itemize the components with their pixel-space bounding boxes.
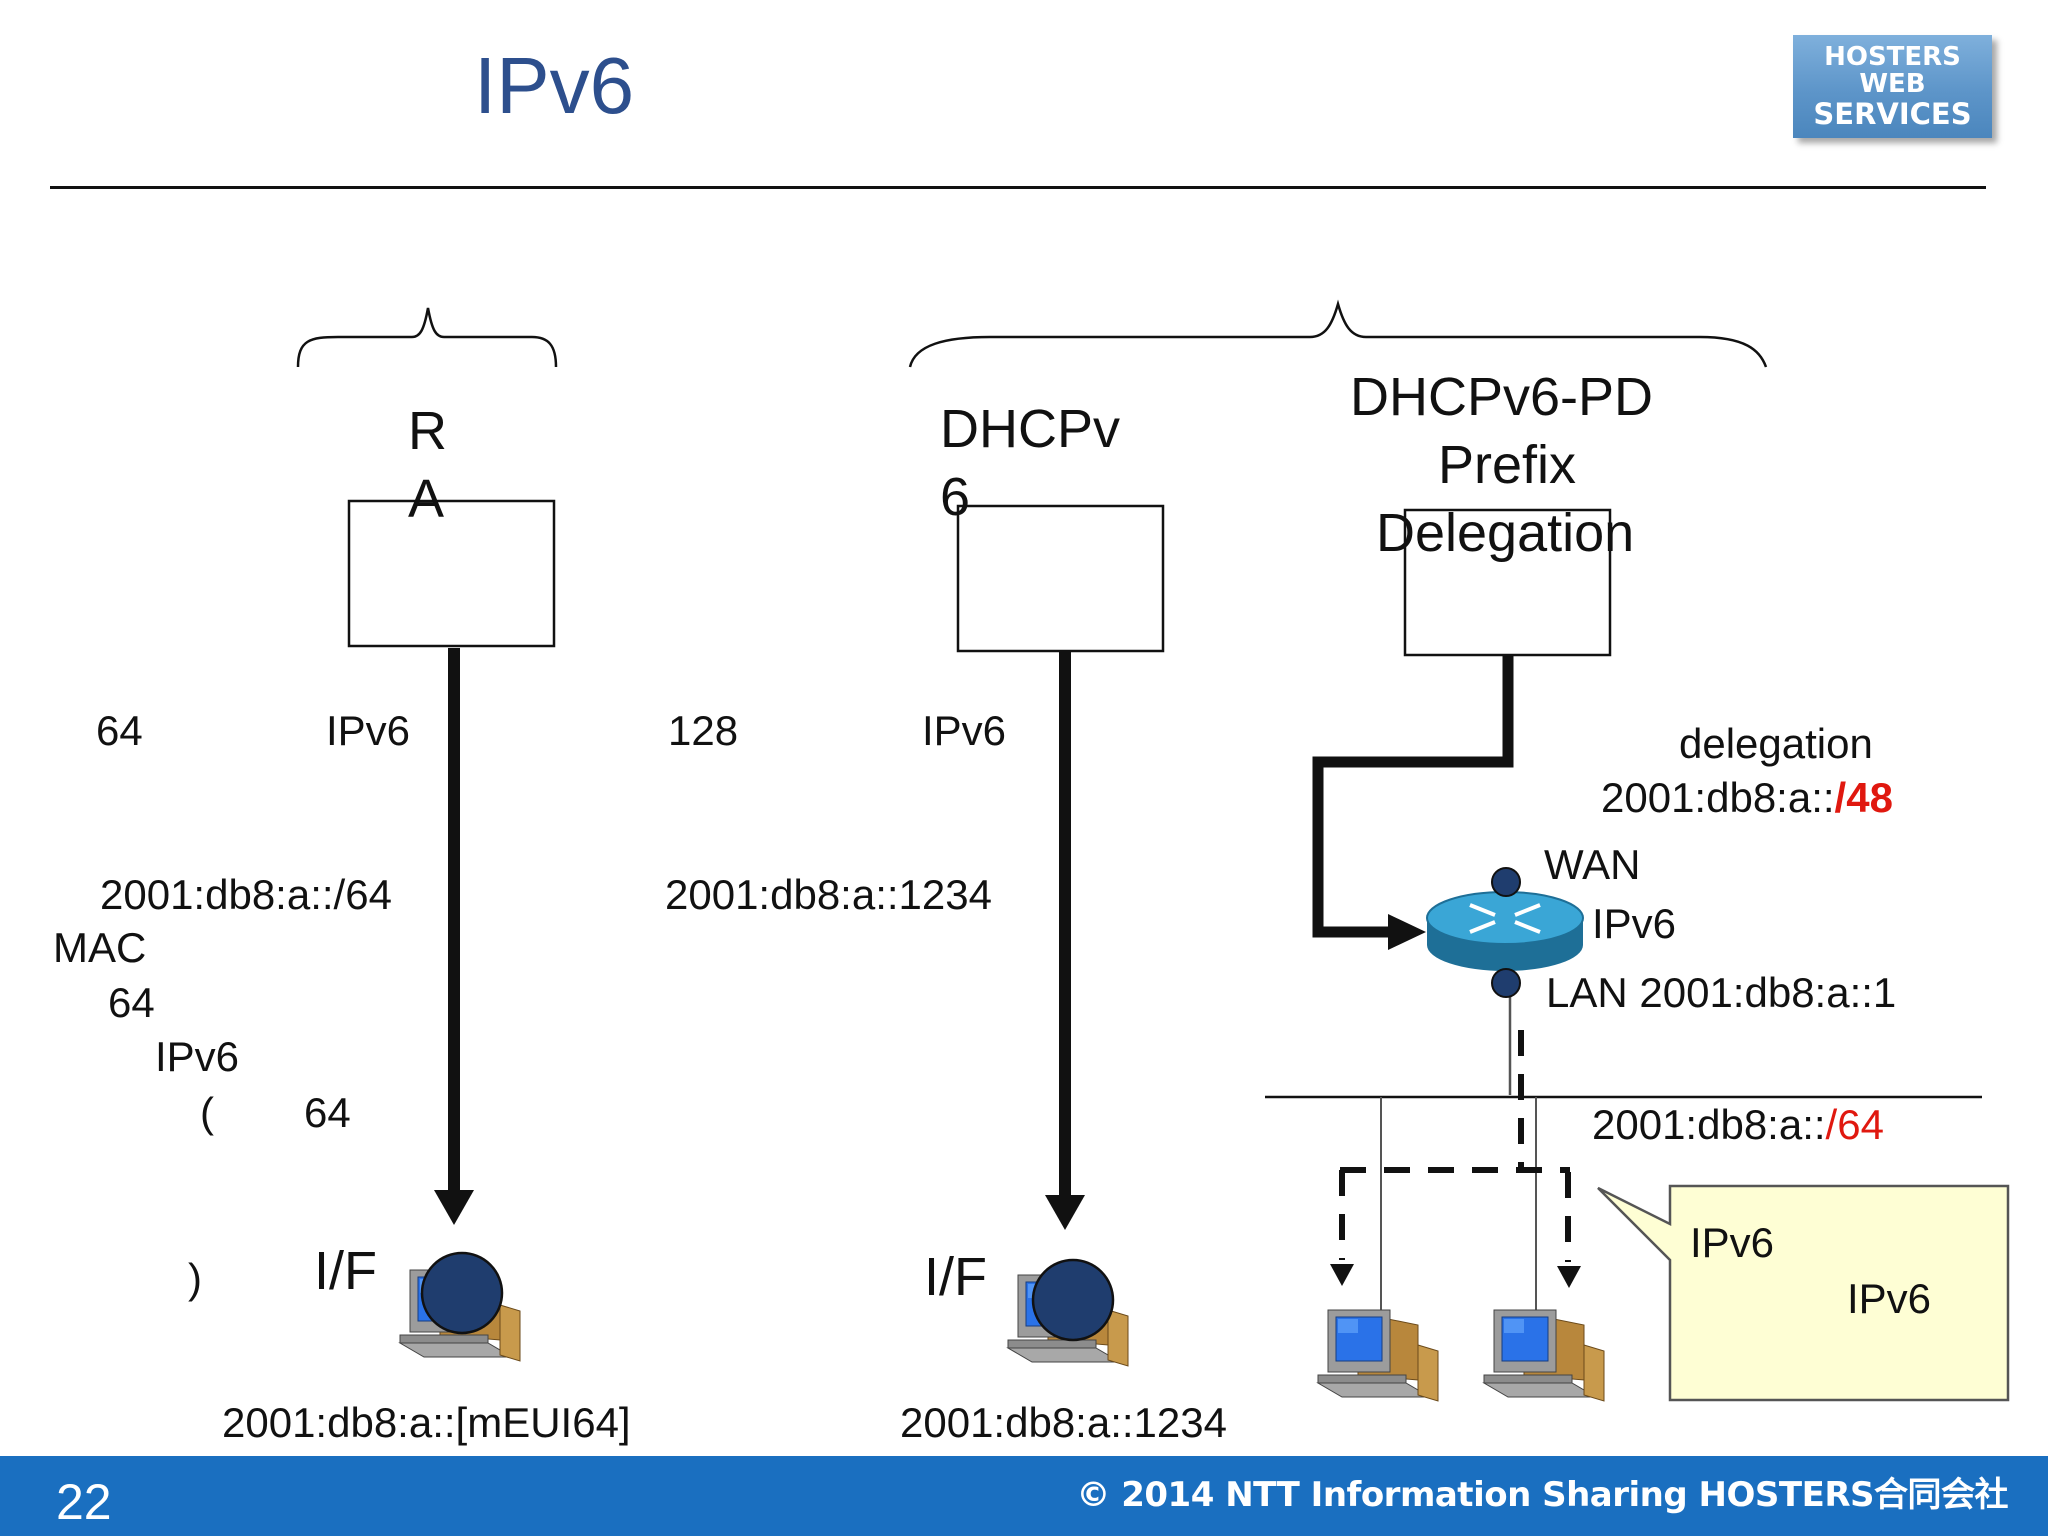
page-title: IPv6 <box>474 41 635 130</box>
ra-bits-3: 64 <box>304 1089 351 1136</box>
pd-delegated-prefix-base: 2001:db8:a:: <box>1601 774 1835 821</box>
pd-delegation-label: delegation <box>1679 720 1873 767</box>
dhcpv6-host-address: 2001:db8:a::1234 <box>900 1399 1227 1446</box>
pd-title-line3: Delegation <box>1376 503 1635 563</box>
pd-lan-prefix-base: 2001:db8:a:: <box>1592 1101 1826 1148</box>
ra-interface-dot-icon <box>420 1251 504 1335</box>
logo-line-3: SERVICES <box>1813 96 1972 131</box>
dhcp-arrow-head <box>1045 1195 1085 1230</box>
ra-mac: MAC <box>53 924 147 971</box>
ra-prefix: 2001:db8:a::/64 <box>100 871 392 918</box>
lan-host-1-computer-icon <box>1317 1309 1439 1402</box>
ra-server-box <box>347 499 556 648</box>
dhcp-brace <box>908 299 1768 368</box>
pd-title-line2: Prefix <box>1438 435 1577 495</box>
copyright-notice: © 2014 NTT Information Sharing HOSTERS合同… <box>1076 1475 2008 1515</box>
dhcpv6-if-label: I/F <box>924 1247 987 1307</box>
lan-port-dot <box>1491 968 1521 998</box>
callout-line-2: IPv6 <box>1847 1275 1932 1322</box>
pd-delegated-prefix-len: /48 <box>1834 774 1893 821</box>
ra-desc-ipv6: IPv6 <box>326 707 411 754</box>
ra-host-address: 2001:db8:a::[mEUI64] <box>222 1399 631 1446</box>
lan-host-2-computer-icon <box>1483 1309 1605 1402</box>
dhcpv6-label-line2: 6 <box>940 467 971 527</box>
pd-ipv6-label: IPv6 <box>1592 900 1677 947</box>
wan-port-dot <box>1491 867 1521 897</box>
pd-lan-prefix: 2001:db8:a::/64 <box>1592 1104 1884 1146</box>
pd-wan-label: WAN <box>1544 841 1641 888</box>
dhcpv6-server-box <box>956 504 1165 653</box>
footer-bar <box>0 1456 2048 1536</box>
dhcpv6-desc-bits: 128 <box>668 707 739 754</box>
callout-box <box>1597 1184 2010 1402</box>
router-icon <box>1426 891 1584 971</box>
pd-title-line1: DHCPv6-PD <box>1350 367 1654 427</box>
ra-paren-open: ( <box>200 1089 214 1136</box>
hosters-logo: HOSTERS WEB SERVICES <box>1793 35 1992 138</box>
dhcpv6-label-line1: DHCPv <box>940 399 1121 459</box>
ra-label-r: R <box>408 401 447 461</box>
pd-lan-label: LAN 2001:db8:a::1 <box>1546 969 1897 1016</box>
logo-line-1: HOSTERS <box>1824 41 1961 72</box>
ra-arrow-head <box>434 1190 474 1225</box>
ra-bits-2: 64 <box>108 979 155 1026</box>
ra-label-a: A <box>408 469 445 529</box>
ra-ipv6-2: IPv6 <box>155 1033 240 1080</box>
dhcp-interface-dot-icon <box>1031 1258 1115 1342</box>
logo-line-2: WEB <box>1859 69 1926 100</box>
header-rule <box>50 186 1986 189</box>
ra-brace <box>296 307 558 368</box>
pd-delegated-prefix: 2001:db8:a::/48 <box>1601 777 1893 819</box>
ra-paren-close: ) <box>188 1255 202 1302</box>
page-number: 22 <box>56 1474 112 1530</box>
ra-if-label: I/F <box>314 1241 377 1301</box>
pd-arrow <box>1312 656 1514 938</box>
pd-lan-prefix-len: /64 <box>1825 1101 1884 1148</box>
dhcpv6-address: 2001:db8:a::1234 <box>665 871 992 918</box>
callout-line-1: IPv6 <box>1690 1219 1775 1266</box>
ra-desc-bits: 64 <box>96 707 143 754</box>
pd-server-box <box>1403 508 1612 657</box>
dhcpv6-desc-ipv6: IPv6 <box>922 707 1007 754</box>
